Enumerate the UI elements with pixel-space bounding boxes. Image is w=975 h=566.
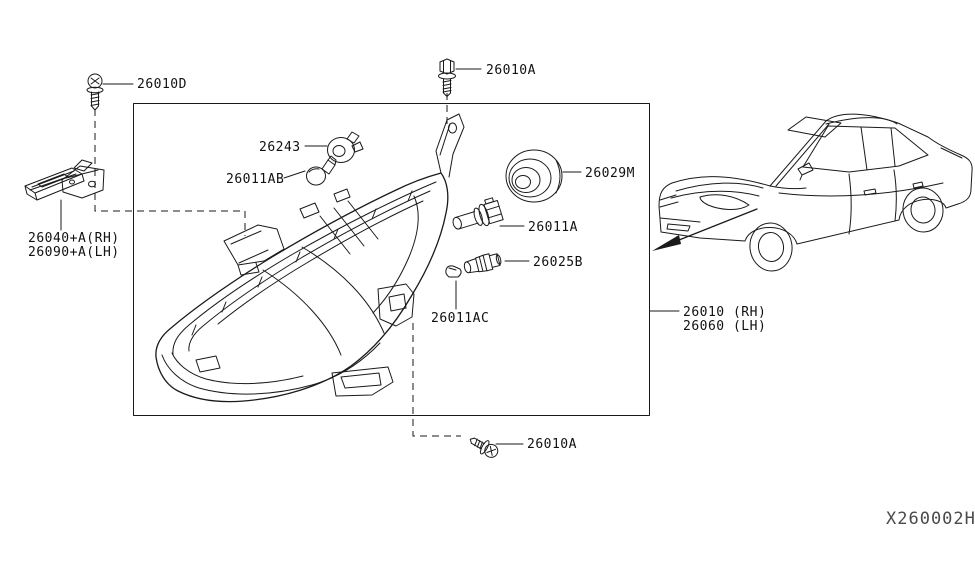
label-signal-bulb: 26011AB: [226, 172, 284, 187]
mounting-bracket-icon: [24, 159, 105, 201]
label-headlamp-assy-lh: 26060 (LH): [683, 319, 766, 334]
label-seal-cap: 26029M: [585, 166, 635, 181]
dashed-reference-lines: [94, 93, 461, 437]
label-bolt-top: 26010A: [486, 63, 536, 78]
bulb-socket-icon: [463, 253, 502, 274]
assembly-box: [133, 103, 650, 416]
label-screw-top-left: 26010D: [137, 77, 187, 92]
halogen-bulb-icon: [452, 197, 504, 230]
bulb-socket-grommet-icon: [327, 131, 364, 163]
label-bulb-socket: 26025B: [533, 255, 583, 270]
label-headlamp-bulb: 26011A: [528, 220, 578, 235]
label-screw-bottom: 26010A: [527, 437, 577, 452]
mini-wedge-bulb-icon: [445, 265, 462, 278]
rubber-seal-cap-icon: [505, 149, 563, 203]
label-socket-grommet: 26243: [259, 140, 301, 155]
label-headlamp-assy-rh: 26010 (RH): [683, 305, 766, 320]
pan-head-screw-icon: [86, 73, 104, 111]
drawing-code: X260002H: [886, 509, 975, 529]
sedan-car-drawing: [652, 113, 973, 272]
label-bracket-rh: 26040+A(RH): [28, 231, 120, 246]
pan-head-screw-bottom-icon: [469, 437, 499, 458]
hex-bolt-icon: [438, 58, 456, 97]
label-bracket-lh: 26090+A(LH): [28, 245, 120, 260]
leader-lines: [60, 68, 680, 445]
location-arrow: [652, 208, 758, 251]
label-clearance-bulb: 26011AC: [431, 311, 489, 326]
headlamp-assembly-drawing: [155, 113, 465, 403]
wedge-bulb-icon: [306, 155, 337, 186]
